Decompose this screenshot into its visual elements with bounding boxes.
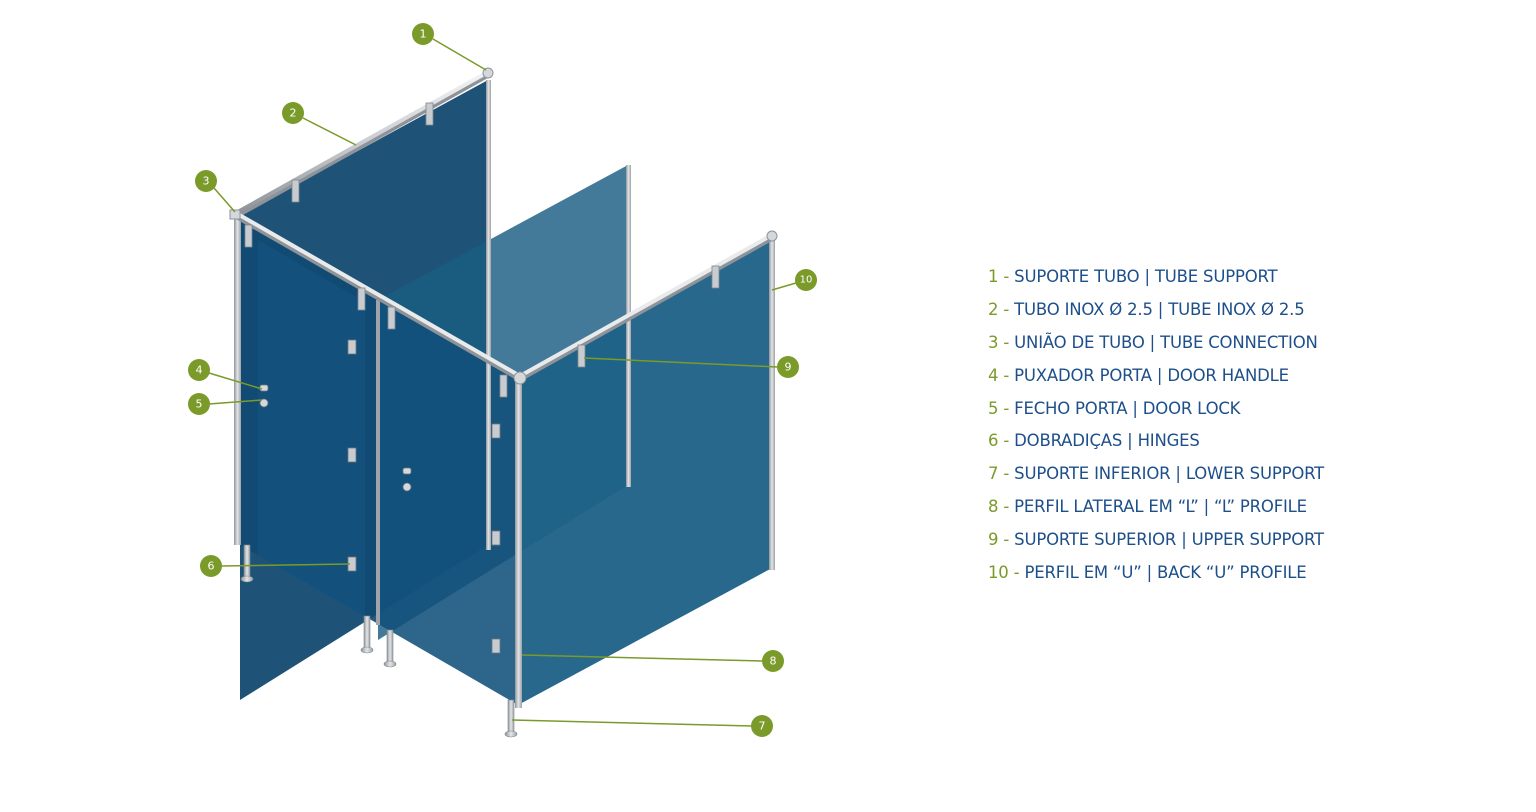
legend-item-number: 8	[988, 497, 999, 517]
legend-item-label: TUBO INOX Ø 2.5 | TUBE INOX Ø 2.5	[1014, 299, 1305, 319]
legend-item-7: 7 - SUPORTE INFERIOR | LOWER SUPPORT	[988, 462, 1508, 495]
svg-text:5: 5	[196, 398, 203, 411]
legend-separator: -	[1003, 398, 1010, 418]
svg-text:7: 7	[759, 720, 766, 733]
legend-separator: -	[1003, 497, 1010, 517]
callout-badge-9: 9	[777, 356, 799, 378]
legend-item-label: SUPORTE TUBO | TUBE SUPPORT	[1014, 267, 1278, 286]
legend-separator: -	[1013, 563, 1020, 583]
posts	[234, 80, 775, 708]
svg-text:4: 4	[196, 364, 203, 377]
callout-badge-2: 2	[282, 102, 304, 124]
legend-item-10: 10 - PERFIL EM “U” | BACK “U” PROFILE	[988, 561, 1508, 594]
legend-item-label: DOBRADIÇAS | HINGES	[1014, 431, 1200, 451]
legend-item-label: SUPORTE INFERIOR | LOWER SUPPORT	[1014, 464, 1325, 484]
legend-separator: -	[1003, 332, 1010, 352]
legend-separator: -	[1003, 464, 1010, 484]
legend-item-4: 4 - PUXADOR PORTA | DOOR HANDLE	[988, 364, 1508, 397]
callout-badge-3: 3	[195, 170, 217, 192]
legend-separator: -	[1003, 299, 1010, 319]
legend-separator: -	[1003, 431, 1010, 451]
legend-item-5: 5 - FECHO PORTA | DOOR LOCK	[988, 397, 1508, 430]
legend-item-label: PERFIL LATERAL EM “L” | “L” PROFILE	[1014, 497, 1307, 517]
legend-item-number: 7	[988, 464, 999, 484]
legend-item-number: 2	[988, 299, 999, 319]
legend-separator: -	[1003, 267, 1010, 286]
legend-item-3: 3 - UNIÃO DE TUBO | TUBE CONNECTION	[988, 331, 1508, 364]
callout-badge-8: 8	[762, 650, 784, 672]
left-front-panel	[240, 220, 380, 625]
legend-item-label: FECHO PORTA | DOOR LOCK	[1014, 398, 1241, 418]
legend-item-number: 10	[988, 563, 1009, 583]
callout-leader-lines	[208, 38, 797, 727]
callout-badge-1: 1	[412, 23, 434, 45]
svg-text:1: 1	[420, 28, 427, 41]
legend-item-number: 6	[988, 431, 999, 451]
svg-text:3: 3	[203, 175, 210, 188]
legend-item-label: SUPORTE SUPERIOR | UPPER SUPPORT	[1014, 530, 1324, 550]
legend-item-2: 2 - TUBO INOX Ø 2.5 | TUBE INOX Ø 2.5	[988, 298, 1508, 331]
lower-support-feet	[240, 544, 518, 738]
legend-item-1: 1 - SUPORTE TUBO | TUBE SUPPORT	[988, 265, 1508, 298]
legend-separator: -	[1003, 365, 1010, 385]
top-tube	[229, 67, 778, 385]
parts-legend: 1 - SUPORTE TUBO | TUBE SUPPORT 2 - TUBO…	[988, 265, 1508, 594]
callout-badge-10: 10	[795, 269, 817, 291]
svg-text:9: 9	[785, 361, 792, 374]
legend-item-number: 9	[988, 530, 999, 550]
callout-badge-4: 4	[188, 359, 210, 381]
legend-item-8: 8 - PERFIL LATERAL EM “L” | “L” PROFILE	[988, 495, 1508, 528]
legend-item-number: 1	[988, 267, 999, 286]
callout-badge-7: 7	[751, 715, 773, 737]
hinges	[347, 339, 501, 654]
svg-text:10: 10	[800, 275, 813, 286]
upper-support-brackets	[244, 102, 720, 398]
svg-text:8: 8	[770, 655, 777, 668]
legend-item-6: 6 - DOBRADIÇAS | HINGES	[988, 429, 1508, 462]
legend-item-number: 5	[988, 398, 999, 418]
legend-item-number: 3	[988, 332, 999, 352]
legend-item-number: 4	[988, 365, 999, 385]
svg-text:6: 6	[208, 560, 215, 573]
door-handles-locks	[259, 384, 412, 492]
legend-item-label: UNIÃO DE TUBO | TUBE CONNECTION	[1014, 332, 1318, 352]
callout-badge-5: 5	[188, 393, 210, 415]
legend-separator: -	[1003, 530, 1010, 550]
legend-item-9: 9 - SUPORTE SUPERIOR | UPPER SUPPORT	[988, 528, 1508, 561]
legend-item-label: PERFIL EM “U” | BACK “U” PROFILE	[1024, 563, 1307, 583]
svg-text:2: 2	[290, 107, 297, 120]
legend-item-label: PUXADOR PORTA | DOOR HANDLE	[1014, 365, 1289, 385]
callout-badge-6: 6	[200, 555, 222, 577]
right-front-door-panel	[380, 300, 518, 705]
